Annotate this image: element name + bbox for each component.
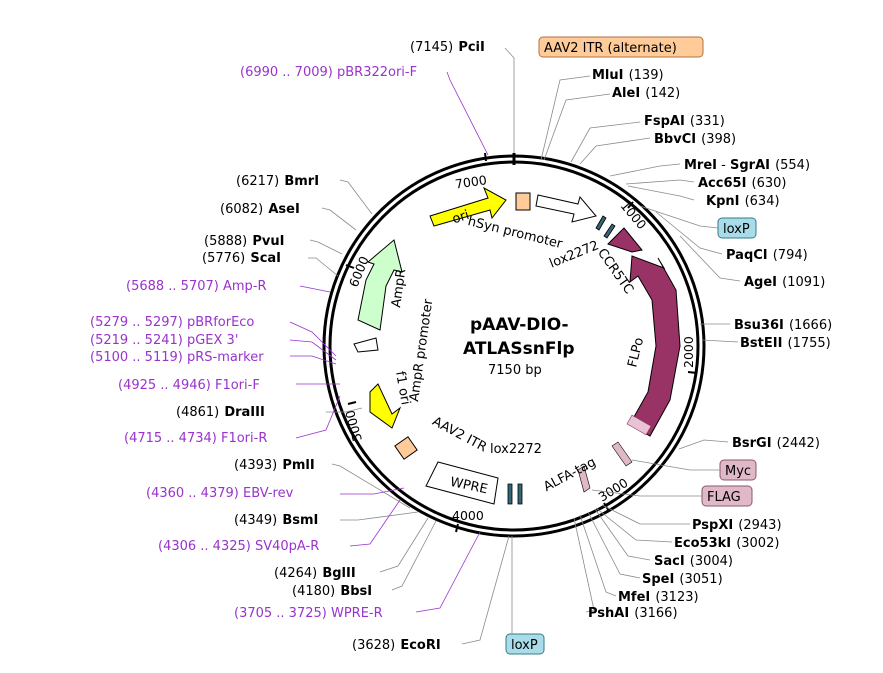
loxp-right-label: loxP <box>723 222 750 237</box>
site-pvui: (5888) PvuI <box>204 230 284 249</box>
primer-sv40pa-r: (4306 .. 4325) SV40pA-R <box>158 539 319 554</box>
loxp-bottom-box <box>505 633 545 655</box>
ccr5tc-label: CCR5TC <box>594 246 636 297</box>
aav2-itr-alt-box <box>538 36 704 58</box>
myc-marker <box>611 441 633 467</box>
site-bsmi: (4349) BsmI <box>234 509 318 528</box>
site-scai: (5776) ScaI <box>202 247 281 266</box>
aav2-itr-bottom-box <box>394 436 418 460</box>
flag-marker <box>577 465 591 493</box>
aav2-itr-top-box <box>515 192 531 211</box>
ampr-promoter-arrow <box>353 337 379 353</box>
site-bsu36i: Bsu36I (1666) <box>734 314 832 333</box>
site-kpni: KpnI (634) <box>706 190 780 209</box>
ori-arrow <box>429 186 507 227</box>
site-mfei: MfeI (3123) <box>618 586 699 605</box>
loxp-bottom-label: loxP <box>511 638 538 653</box>
tick-5000: 5000 <box>342 408 365 443</box>
site-draiii: (4861) DraIII <box>176 401 265 420</box>
site-alei: AleI (142) <box>612 82 680 101</box>
ccr5tc-marker <box>603 223 616 239</box>
f1-ori-arrow <box>369 383 402 429</box>
ori-label: ori <box>450 208 471 227</box>
site-agei: AgeI (1091) <box>744 271 825 290</box>
lox2272-bottom-marker-a <box>507 483 513 505</box>
primer-prs-marker: (5100 .. 5119) pRS-marker <box>90 350 264 365</box>
boxed-labels: AAV2 ITR (alternate) loxP Myc FLAG loxP <box>505 36 757 655</box>
alfa-tag-label: ALFA-tag <box>541 455 598 495</box>
site-pmli: (4393) PmlI <box>234 454 315 473</box>
ampr-promoter-label: AmpR promoter <box>407 298 436 403</box>
primer-labels: (6990 .. 7009) pBR322ori-F (5688 .. 5707… <box>90 65 417 621</box>
primer-amp-r: (5688 .. 5707) Amp-R <box>126 279 267 294</box>
primer-f1ori-f: (4925 .. 4946) F1ori-F <box>118 378 260 393</box>
site-pspxi: PspXI (2943) <box>692 514 782 533</box>
site-ecori: (3628) EcoRI <box>352 634 441 653</box>
site-mrei-sgrai: MreI - SgrAI (554) <box>684 154 810 173</box>
site-pcii: (7145) PciI <box>410 36 485 55</box>
lox2272-bottom-label: lox2272 <box>490 442 542 457</box>
lox2272-bottom-marker-b <box>517 483 523 505</box>
site-pshai: PshAI (3166) <box>588 602 678 621</box>
site-bsteii: BstEII (1755) <box>740 332 831 351</box>
myc-label: Myc <box>725 464 751 479</box>
primer-wpre-r: (3705 .. 3725) WPRE-R <box>234 606 383 621</box>
hsyn-promoter-label: hSyn promoter <box>466 214 564 252</box>
hsyn-promoter-arrow <box>535 194 597 223</box>
site-acc65i: Acc65I (630) <box>698 172 786 191</box>
site-bsrgi: BsrGI (2442) <box>732 432 820 451</box>
site-leaders <box>308 47 741 645</box>
plasmid-name-line2: ATLASsnFlp <box>463 339 575 359</box>
site-labels: (7145) PciI MluI (139) AleI (142) FspAI … <box>176 36 832 653</box>
site-paqci: PaqCI (794) <box>726 244 808 263</box>
wpre-arrow <box>425 461 499 505</box>
aav2-itr-alt-label: AAV2 ITR (alternate) <box>544 41 677 56</box>
site-bbvci: BbvCI (398) <box>654 128 736 147</box>
aav2-itr-label: AAV2 ITR <box>430 414 490 455</box>
primer-pbrforeco: (5279 .. 5297) pBRforEco <box>90 315 254 330</box>
plasmid-name-line1: pAAV-DIO- <box>470 315 569 335</box>
flag-label: FLAG <box>707 490 741 505</box>
lox2272-top-marker <box>595 215 607 231</box>
primer-ebv-rev: (4360 .. 4379) EBV-rev <box>146 486 294 501</box>
primer-pgex-3: (5219 .. 5241) pGEX 3' <box>90 333 238 348</box>
tick-2000: 2000 <box>681 336 696 368</box>
tick-7000: 7000 <box>454 172 488 191</box>
site-bmri: (6217) BmrI <box>236 170 319 189</box>
primer-leaders <box>289 71 489 613</box>
site-mlui: MluI (139) <box>592 64 664 83</box>
flpo-hatch <box>626 414 652 436</box>
site-fspai: FspAI (331) <box>644 110 725 129</box>
plasmid-size: 7150 bp <box>488 363 542 378</box>
site-bglii: (4264) BglII <box>274 562 356 581</box>
flpo-arrow-head <box>607 227 643 253</box>
ampr-label: AmpR <box>389 268 409 309</box>
tick-4000: 4000 <box>452 508 484 523</box>
primer-pbr322ori-f: (6990 .. 7009) pBR322ori-F <box>240 65 417 80</box>
site-spei: SpeI (3051) <box>642 568 723 587</box>
site-bbsi: (4180) BbsI <box>292 580 372 599</box>
ampr-arrow <box>357 239 403 331</box>
primer-f1ori-r: (4715 .. 4734) F1ori-R <box>124 431 267 446</box>
site-eco53ki: Eco53kI (3002) <box>674 532 779 551</box>
f1-ori-label: f1 ori <box>392 370 413 406</box>
site-asei: (6082) AseI <box>220 198 300 217</box>
flpo-label: FLPo <box>625 336 647 369</box>
site-saci: SacI (3004) <box>654 550 733 569</box>
